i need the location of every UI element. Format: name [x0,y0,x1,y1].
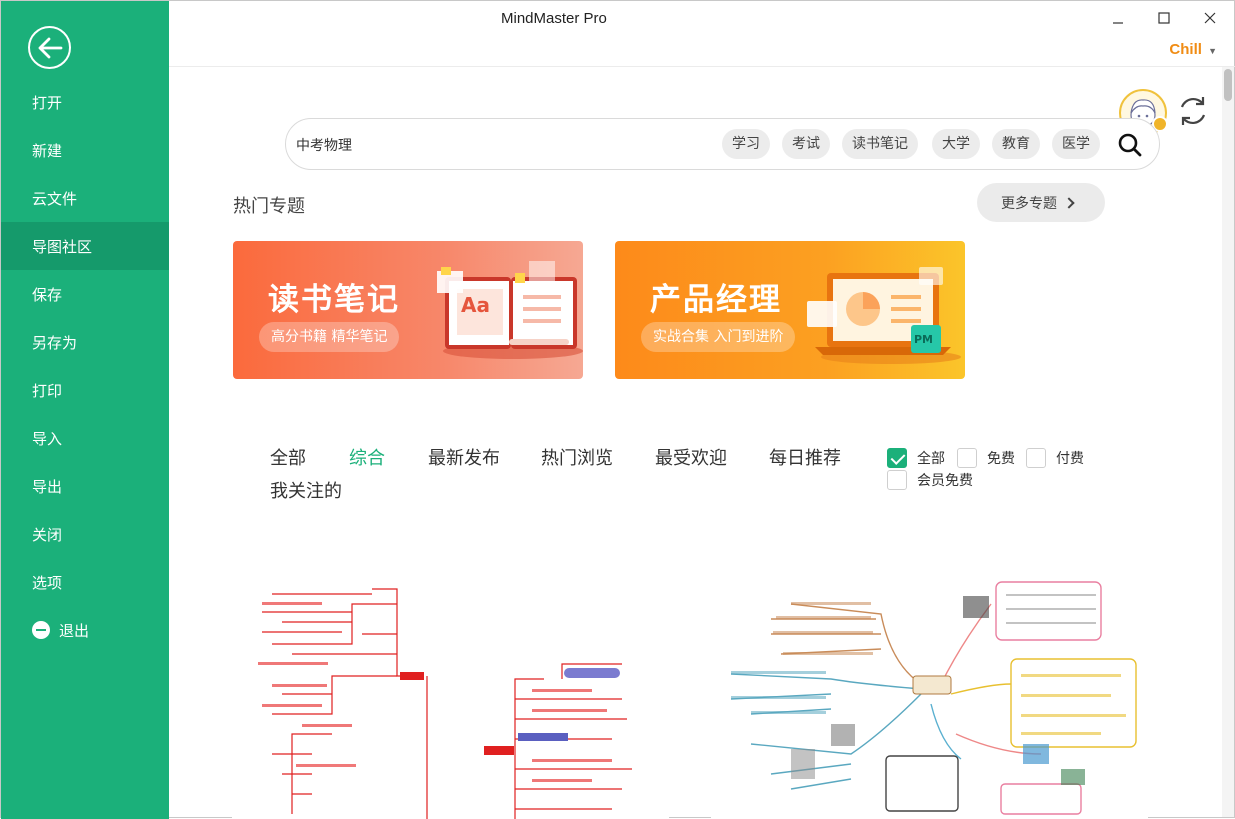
sidebar-item-label: 导图社区 [32,237,93,256]
sidebar-item-label: 关闭 [32,525,63,544]
checkbox-label: 全部 [917,451,945,467]
mindmap-thumbnail [258,588,632,819]
banner-subtitle: 高分书籍 精华笔记 [259,322,400,352]
topic-banner-reading-notes[interactable]: 读书笔记 高分书籍 精华笔记 Aa [233,241,583,379]
user-name: Chill [1169,41,1202,58]
back-arrow-icon[interactable] [28,26,71,69]
vip-badge-icon [1152,116,1168,132]
checkbox-icon [1026,448,1046,468]
checkbox-icon [957,448,977,468]
search-tag[interactable]: 医学 [1052,129,1100,159]
sidebar-item-options[interactable]: 选项 [1,558,169,606]
sidebar-item-label: 另存为 [32,333,78,352]
sidebar-item-close[interactable]: 关闭 [1,510,169,558]
search-icon[interactable] [1117,132,1143,158]
sidebar-item-print[interactable]: 打印 [1,366,169,414]
tab-following[interactable]: 我关注的 [270,481,342,502]
banner-badge: Aa [461,293,490,317]
more-topics-label: 更多专题 [1001,195,1057,212]
sidebar-item-save[interactable]: 保存 [1,270,169,318]
banner-subtitle: 实战合集 入门到进阶 [641,322,796,352]
sidebar-item-label: 云文件 [32,189,78,208]
search-tag[interactable]: 考试 [782,129,830,159]
chevron-down-icon: ▼ [1208,46,1217,56]
sidebar-item-save-as[interactable]: 另存为 [1,318,169,366]
checkbox-checked-icon [887,448,907,468]
hot-topics-title: 热门专题 [233,196,305,217]
filter-paid-checkbox[interactable]: 付费 [1026,448,1084,468]
filter-free-checkbox[interactable]: 免费 [957,448,1015,468]
banner-title: 读书笔记 [268,282,400,318]
vertical-scrollbar[interactable] [1222,67,1234,817]
refresh-icon[interactable] [1175,93,1211,129]
search-tag[interactable]: 学习 [722,129,770,159]
sidebar-item-open[interactable]: 打开 [1,78,169,126]
sidebar-item-community[interactable]: 导图社区 [1,222,169,270]
sidebar-item-exit[interactable]: 退出 [1,606,169,654]
search-tag[interactable]: 教育 [992,129,1040,159]
exit-icon [32,621,50,639]
tab-hot-views[interactable]: 热门浏览 [541,448,613,469]
title-bar: MindMaster Pro Chill ▼ [169,1,1235,67]
sidebar-menu: 打开 新建 云文件 导图社区 保存 另存为 打印 导入 导出 关闭 选项 退出 [1,78,169,654]
sidebar-item-label: 新建 [32,141,63,160]
tab-daily-picks[interactable]: 每日推荐 [769,448,841,469]
mindmap-card[interactable] [711,574,1148,819]
scroll-thumb[interactable] [1224,69,1232,101]
sidebar-item-label: 打开 [32,93,63,112]
user-menu[interactable]: Chill ▼ [1169,41,1217,58]
tab-all[interactable]: 全部 [270,448,306,469]
sidebar-item-label: 打印 [32,381,63,400]
chevron-right-icon [1063,196,1075,209]
sidebar-item-new[interactable]: 新建 [1,126,169,174]
sidebar-item-label: 保存 [32,285,63,304]
sidebar-item-export[interactable]: 导出 [1,462,169,510]
search-tag[interactable]: 读书笔记 [842,129,918,159]
checkbox-label: 会员免费 [917,473,973,489]
close-icon[interactable] [1199,7,1221,29]
minimize-icon[interactable] [1107,7,1129,29]
sidebar-item-label: 导入 [32,429,63,448]
banner-title: 产品经理 [650,282,782,318]
checkbox-label: 免费 [987,451,1015,467]
sidebar-item-cloud-files[interactable]: 云文件 [1,174,169,222]
checkbox-icon [887,470,907,490]
search-input[interactable] [296,132,696,158]
checkbox-label: 付费 [1056,451,1084,467]
banner-badge: PM [914,333,934,346]
maximize-icon[interactable] [1153,7,1175,29]
filter-member-free-checkbox[interactable]: 会员免费 [887,470,973,490]
sidebar-item-label: 退出 [59,621,90,640]
laptop-illustration-icon [807,267,961,364]
tab-most-popular[interactable]: 最受欢迎 [655,448,727,469]
sidebar-item-import[interactable]: 导入 [1,414,169,462]
search-tag[interactable]: 大学 [932,129,980,159]
sidebar: 打开 新建 云文件 导图社区 保存 另存为 打印 导入 导出 关闭 选项 退出 [1,1,169,819]
sidebar-item-label: 选项 [32,573,63,592]
app-title: MindMaster Pro [501,10,607,27]
tab-latest[interactable]: 最新发布 [428,448,500,469]
tab-comprehensive[interactable]: 综合 [349,448,385,469]
filter-all-checkbox[interactable]: 全部 [887,448,945,468]
sidebar-item-label: 导出 [32,477,63,496]
mindmap-card[interactable] [232,574,669,819]
mindmap-thumbnail [730,581,1137,815]
more-topics-button[interactable]: 更多专题 [977,183,1105,222]
topic-banner-product-manager[interactable]: 产品经理 实战合集 入门到进阶 PM [615,241,965,379]
search-bar: 学习 考试 读书笔记 大学 教育 医学 [285,118,1160,170]
book-illustration-icon [437,261,583,359]
